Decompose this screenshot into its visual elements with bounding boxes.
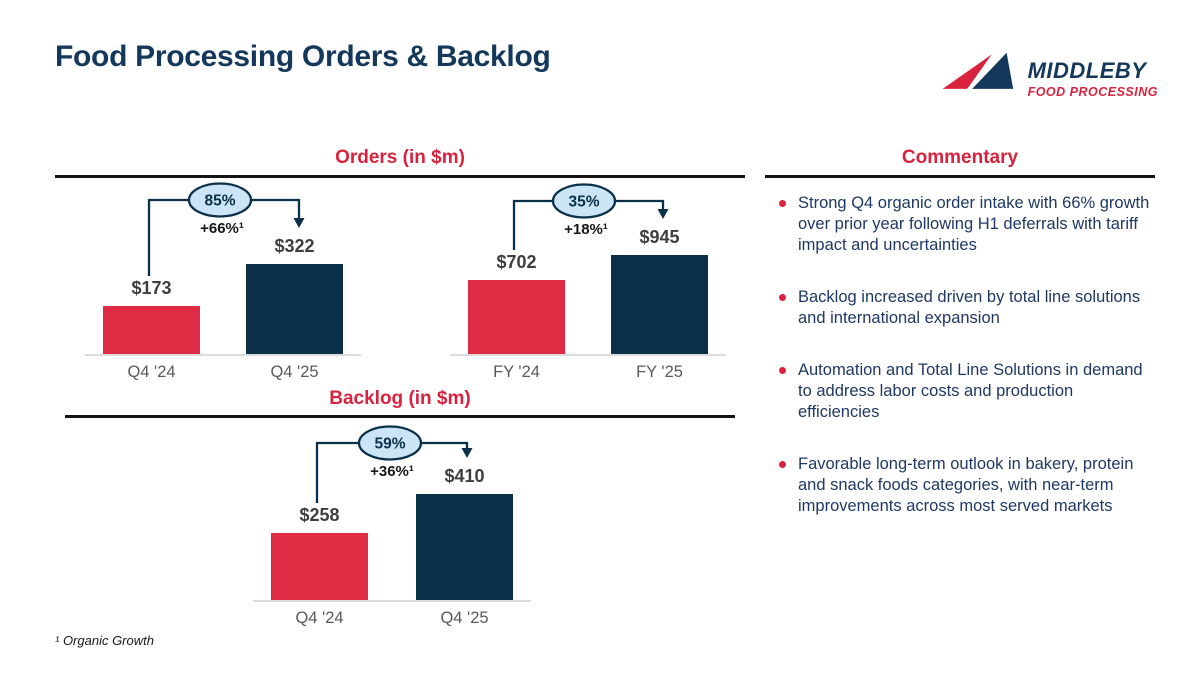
section-rule-orders [55, 175, 745, 178]
growth-bubble [187, 182, 253, 218]
logo-division: FOOD PROCESSING [1027, 85, 1158, 99]
total-growth-label: 35% [568, 194, 599, 211]
commentary-text: Favorable long-term outlook in bakery, p… [798, 454, 1134, 515]
bar-category-label: Q4 '24 [295, 609, 344, 627]
bar-q4-25 [246, 264, 343, 354]
commentary-bullet: Favorable long-term outlook in bakery, p… [779, 454, 1151, 517]
arrow-down-icon [461, 448, 473, 458]
bar-value-label: $322 [274, 236, 315, 256]
section-title-commentary: Commentary [901, 147, 1019, 168]
section-rule-commentary [765, 175, 1155, 178]
section-title-orders: Orders (in $m) [335, 147, 465, 168]
bar-category-label: Q4 '25 [270, 363, 319, 381]
logo-text: MIDDLEBY FOOD PROCESSING [1028, 60, 1158, 99]
commentary-list: Strong Q4 organic order intake with 66% … [779, 193, 1151, 547]
bar-q4-25 [416, 494, 513, 600]
arrow-down-icon [293, 218, 305, 228]
growth-bubble [551, 183, 617, 219]
total-growth-label: 59% [374, 436, 405, 453]
organic-growth-label: +18%¹ [564, 221, 608, 238]
commentary-text: Automation and Total Line Solutions in d… [798, 360, 1143, 421]
bullet-dot-icon [779, 460, 786, 468]
commentary-text: Backlog increased driven by total line s… [798, 287, 1141, 327]
footnote-organic-growth: ¹ Organic Growth [55, 633, 154, 648]
section-rule-backlog [65, 415, 735, 418]
commentary-text: Strong Q4 organic order intake with 66% … [798, 194, 1150, 254]
growth-bubble [357, 425, 423, 461]
bar-category-label: FY '24 [493, 363, 540, 381]
baseline-axis [253, 600, 531, 602]
logo-brand: MIDDLEBY [1027, 58, 1147, 83]
baseline-axis [450, 354, 726, 356]
bullet-dot-icon [779, 200, 786, 207]
commentary-bullet: Backlog increased driven by total line s… [779, 287, 1151, 329]
baseline-axis [85, 354, 361, 356]
organic-growth-label: +66%¹ [200, 220, 244, 237]
bar-category-label: FY '25 [636, 363, 683, 381]
middleby-swoosh-icon [942, 49, 1013, 93]
logo: MIDDLEBY FOOD PROCESSING [941, 46, 1158, 99]
page-title: Food Processing Orders & Backlog [55, 40, 551, 73]
bar-fy-25 [611, 255, 708, 354]
arrow-down-icon [657, 209, 669, 219]
bar-fy-24 [468, 280, 565, 354]
commentary-bullet: Strong Q4 organic order intake with 66% … [779, 193, 1151, 256]
bar-value-label: $258 [299, 505, 340, 525]
bullet-dot-icon [779, 293, 786, 301]
bar-category-label: Q4 '24 [127, 363, 176, 381]
bar-value-label: $173 [131, 278, 172, 298]
bullet-dot-icon [779, 366, 786, 374]
bar-value-label: $945 [639, 227, 680, 247]
commentary-bullet: Automation and Total Line Solutions in d… [779, 360, 1151, 423]
bar-q4-24 [271, 533, 368, 600]
organic-growth-label: +36%¹ [370, 463, 414, 480]
bar-category-label: Q4 '25 [440, 609, 489, 627]
section-title-backlog: Backlog (in $m) [329, 388, 471, 409]
bar-value-label: $410 [444, 466, 485, 486]
bar-q4-24 [103, 306, 200, 354]
bar-value-label: $702 [496, 252, 537, 272]
total-growth-label: 85% [204, 193, 235, 210]
